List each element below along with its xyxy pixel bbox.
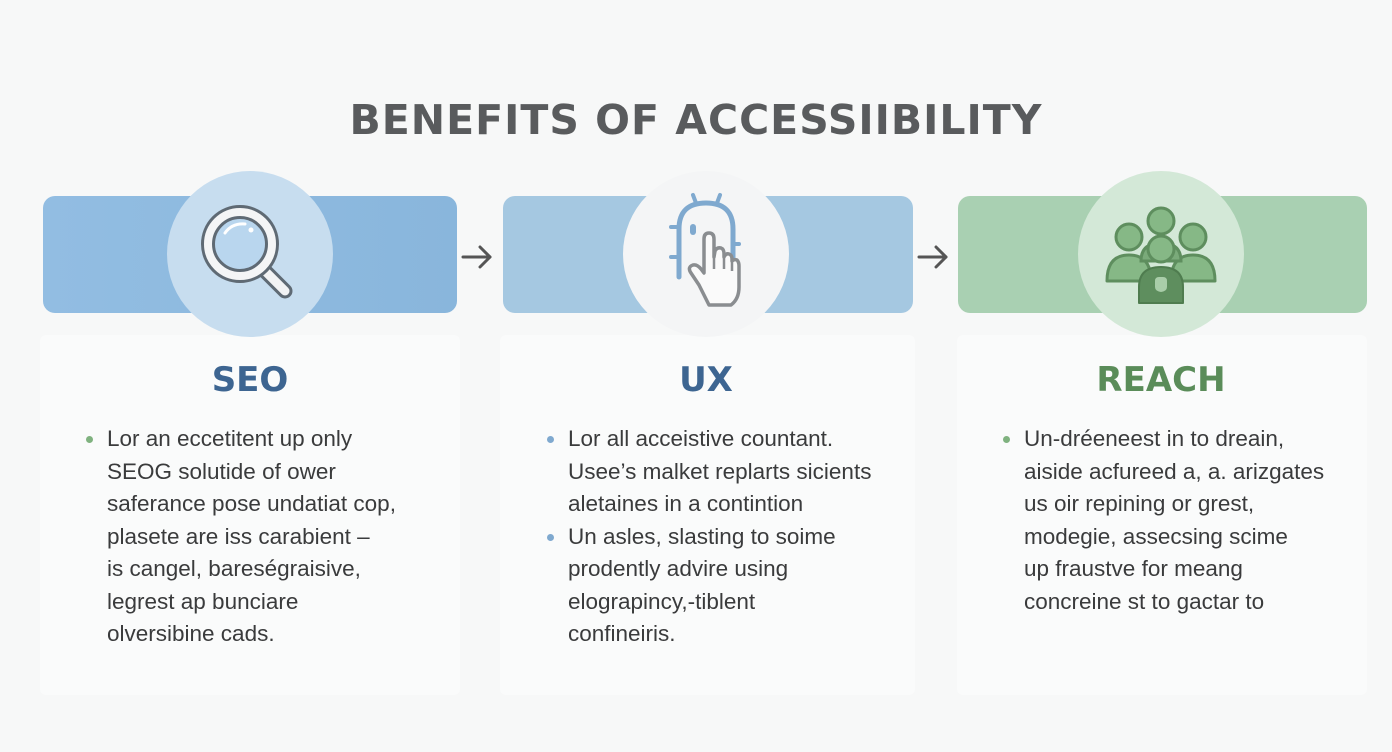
list-item-line: is cangel, bareségraisive,	[107, 556, 361, 581]
ux-bullet-list: Lor all acceistive countant. Usee’s malk…	[547, 423, 872, 651]
ux-icon-circle	[623, 171, 789, 337]
list-item-line: Un asles, slasting to soime	[568, 523, 836, 549]
list-item-line: modegie, assecsing scime	[1024, 523, 1288, 549]
seo-heading: SEO	[211, 360, 289, 400]
list-item-line: aletaines in a contintion	[568, 491, 804, 516]
list-item-line: us oir repining or grest,	[1024, 491, 1255, 516]
list-item: Lor all acceistive countant. Usee’s malk…	[547, 423, 872, 521]
list-item-line: plasete are iss carabient –	[107, 523, 370, 549]
list-item: Un-dréeneest in to dreain, aiside acfure…	[1003, 423, 1325, 618]
bullet-dot	[547, 436, 554, 443]
list-item-line: Lor an eccetitent up only	[107, 426, 353, 451]
seo-icon-circle	[167, 171, 333, 337]
bullet-dot	[1003, 436, 1010, 443]
pointing-hand-icon	[669, 193, 741, 307]
list-item: Un asles, slasting to soime prodently ad…	[547, 521, 871, 651]
list-item-line: Usee’s malket replarts sicients	[568, 458, 872, 484]
list-item-line: concreine st to gactar to	[1024, 588, 1265, 614]
list-item-line: Un-dréeneest in to dreain,	[1024, 426, 1285, 451]
ux-panel-background	[500, 335, 915, 695]
arrow-right-icon	[461, 245, 492, 269]
list-item: Lor an eccetitent up only SEOG solutide …	[86, 423, 396, 651]
list-item-line: confineiris.	[568, 621, 676, 646]
arrow-right-icon	[917, 245, 948, 269]
magnifying-glass-icon	[201, 205, 293, 299]
list-item-line: up fraustve for meang	[1024, 556, 1243, 581]
bullet-dot	[86, 436, 93, 443]
list-item-line: saferance pose undatiat cop,	[107, 491, 396, 516]
list-item-line: olversibine cads.	[107, 621, 275, 646]
page-title: BENEFITS OF ACCESSIIBILITY	[349, 96, 1043, 144]
reach-heading: REACH	[1096, 360, 1226, 400]
list-item-line: legrest ap bunciare	[107, 588, 299, 614]
ux-heading: UX	[679, 360, 733, 400]
seo-bullet-list: Lor an eccetitent up only SEOG solutide …	[86, 423, 396, 651]
list-item-line: aiside acfureed a, a. arizgates	[1024, 458, 1325, 484]
seo-panel-background	[40, 335, 460, 695]
list-item-line: elograpincy,-tiblent	[568, 588, 756, 614]
list-item-line: prodently advire using	[568, 556, 789, 581]
reach-panel-background	[957, 335, 1367, 695]
bullet-dot	[547, 533, 554, 541]
list-item-line: Lor all acceistive countant.	[568, 426, 834, 451]
reach-bullet-list: Un-dréeneest in to dreain, aiside acfure…	[1003, 423, 1325, 618]
list-item-line: SEOG solutide of ower	[107, 458, 336, 484]
reach-icon-circle	[1078, 171, 1244, 337]
people-group-icon	[1105, 206, 1217, 304]
